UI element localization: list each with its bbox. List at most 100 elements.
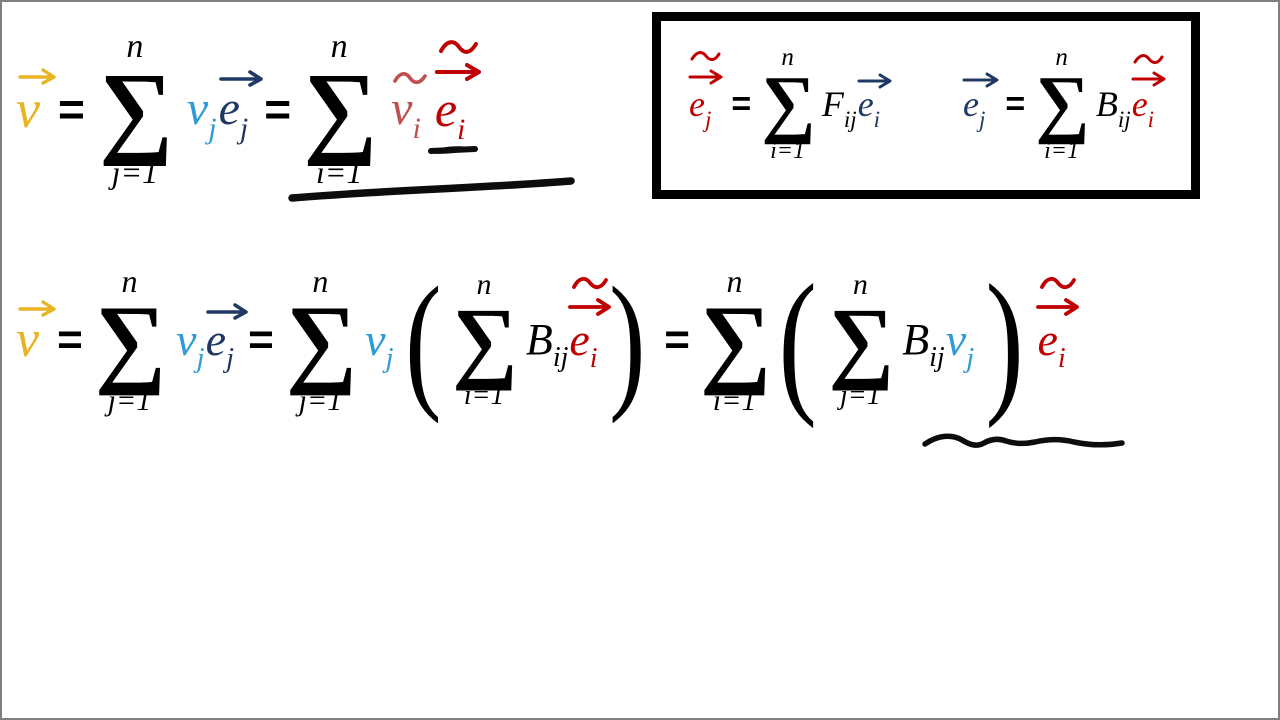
sum-upper-limit: n bbox=[330, 27, 348, 65]
coefficient-v-base: v bbox=[176, 314, 197, 365]
vector-v-base: v bbox=[16, 79, 40, 139]
matrix-B-ij: B ij bbox=[1095, 84, 1131, 131]
sum-lower-limit: i=1 bbox=[463, 380, 505, 412]
sum-lower-limit: i=1 bbox=[770, 137, 805, 164]
equals-sign-3: = bbox=[664, 315, 690, 364]
equation-line-2: v = n ∑ j=1 v j e j = n ∑ bbox=[16, 250, 1080, 429]
matrix-B-base: B bbox=[1095, 84, 1118, 124]
summation-i-boxed-2: n ∑ i=1 bbox=[1035, 44, 1089, 164]
matrix-F-subscript: ij bbox=[843, 107, 857, 132]
basis-e-base: e bbox=[689, 84, 705, 124]
paren-close-1: ) bbox=[608, 255, 646, 424]
equals-sign-boxed-1: = bbox=[731, 85, 752, 123]
tilde-accent-icon bbox=[1133, 53, 1164, 67]
sum-upper-limit: n bbox=[726, 262, 743, 299]
basis-e-base: e bbox=[1037, 314, 1058, 365]
sigma-icon: ∑ bbox=[761, 61, 815, 146]
basis-e-base: e bbox=[205, 314, 226, 365]
basis-vector-e-tilde-i-outside: e i bbox=[1036, 277, 1080, 373]
basis-e-base: e bbox=[569, 314, 590, 365]
sum-upper-limit: n bbox=[1055, 44, 1068, 72]
tilde-accent-icon bbox=[1040, 276, 1077, 292]
coefficient-v-subscript: i bbox=[412, 112, 421, 145]
basis-e-subscript: j bbox=[978, 107, 986, 132]
sum-upper-limit: n bbox=[476, 267, 492, 301]
summation-i-3: n ∑ i=1 bbox=[699, 262, 771, 417]
tilde-accent-icon bbox=[690, 50, 721, 64]
sum-lower-limit: j=1 bbox=[107, 383, 152, 417]
coefficient-v-j-inner: v j bbox=[945, 314, 974, 373]
tilde-accent-icon bbox=[438, 39, 479, 57]
paren-open-2: ( bbox=[778, 250, 818, 429]
vector-v-gold: v bbox=[16, 68, 56, 139]
basis-e-base: e bbox=[434, 81, 458, 137]
arrow-accent-icon bbox=[1036, 297, 1082, 316]
basis-vector-e-j-navy: e j bbox=[962, 72, 999, 131]
basis-e-subscript: i bbox=[1147, 107, 1155, 132]
coefficient-v-subscript: j bbox=[208, 112, 217, 145]
basis-e-subscript: i bbox=[457, 113, 466, 146]
basis-e-subscript: i bbox=[873, 107, 881, 132]
summation-j-2b: n ∑ j=1 bbox=[285, 265, 357, 416]
basis-vector-e-j: e j bbox=[205, 303, 248, 373]
arrow-accent-icon bbox=[568, 297, 614, 316]
sigma-icon: ∑ bbox=[699, 284, 771, 396]
basis-e-subscript: j bbox=[704, 107, 712, 132]
summation-i-1: n ∑ i=1 bbox=[303, 27, 377, 191]
sum-upper-limit: n bbox=[781, 44, 794, 72]
matrix-B-ij: B ij bbox=[525, 315, 568, 372]
basis-e-base: e bbox=[857, 84, 874, 124]
basis-e-base: e bbox=[963, 84, 979, 124]
arrow-accent-icon bbox=[434, 62, 484, 81]
coefficient-v-base: v bbox=[391, 82, 413, 135]
sigma-icon: ∑ bbox=[452, 288, 518, 391]
sum-upper-limit: n bbox=[126, 27, 144, 65]
matrix-B-subscript: ij bbox=[552, 342, 569, 373]
coefficient-v-j: v j bbox=[176, 314, 204, 373]
sigma-icon: ∑ bbox=[285, 284, 357, 396]
equals-sign-2: = bbox=[248, 315, 274, 364]
equals-sign-1: = bbox=[57, 315, 83, 364]
sigma-icon: ∑ bbox=[303, 51, 377, 167]
summation-j-1: n ∑ j=1 bbox=[99, 27, 173, 191]
equals-sign-boxed-2: = bbox=[1005, 85, 1026, 123]
basis-e-subscript: j bbox=[226, 342, 235, 374]
summation-i-boxed-1: n ∑ i=1 bbox=[761, 44, 815, 164]
coefficient-v-base: v bbox=[365, 314, 386, 365]
basis-vector-e-j: e j bbox=[218, 70, 263, 144]
tilde-accent-icon bbox=[572, 276, 609, 292]
vector-v-base: v bbox=[16, 311, 40, 368]
equals-sign-2: = bbox=[264, 83, 292, 135]
matrix-B-base: B bbox=[525, 315, 553, 364]
sum-lower-limit: i=1 bbox=[315, 154, 363, 191]
summation-j-2a: n ∑ j=1 bbox=[95, 262, 166, 417]
sum-lower-limit: i=1 bbox=[1044, 137, 1079, 164]
coefficient-v-subscript: j bbox=[385, 342, 394, 374]
basis-e-base: e bbox=[218, 82, 240, 135]
coefficient-v-subscript: j bbox=[966, 342, 975, 374]
basis-vector-e-tilde-j: e j bbox=[688, 51, 723, 131]
matrix-B-subscript: ij bbox=[929, 342, 945, 373]
sum-lower-limit: j=1 bbox=[111, 154, 159, 191]
summation-j-3: n ∑ j=1 bbox=[828, 269, 894, 410]
coefficient-v-base: v bbox=[945, 314, 967, 365]
arrow-accent-icon bbox=[1131, 70, 1168, 87]
matrix-F-base: F bbox=[821, 84, 844, 124]
basis-change-box: e j = n ∑ i=1 F ij e bbox=[652, 12, 1200, 199]
equals-sign-1: = bbox=[57, 83, 85, 135]
matrix-B-base: B bbox=[902, 315, 930, 364]
matrix-B-subscript: ij bbox=[1117, 107, 1131, 132]
vector-v-gold: v bbox=[16, 300, 56, 368]
coefficient-v-subscript: j bbox=[196, 342, 205, 374]
boxed-equation-backward: e j = n ∑ i=1 B ij bbox=[962, 45, 1166, 163]
sum-upper-limit: n bbox=[121, 262, 138, 299]
sum-lower-limit: i=1 bbox=[712, 383, 757, 417]
basis-e-base: e bbox=[1131, 84, 1148, 124]
summation-i-2: n ∑ i=1 bbox=[452, 267, 518, 412]
basis-vector-e-tilde-i: e i bbox=[434, 40, 481, 145]
coefficient-v-j-outer: v j bbox=[365, 314, 393, 373]
basis-vector-e-tilde-i: e i bbox=[568, 277, 612, 373]
basis-vector-e-i-navy: e i bbox=[857, 73, 892, 131]
paren-open-1: ( bbox=[404, 255, 442, 424]
